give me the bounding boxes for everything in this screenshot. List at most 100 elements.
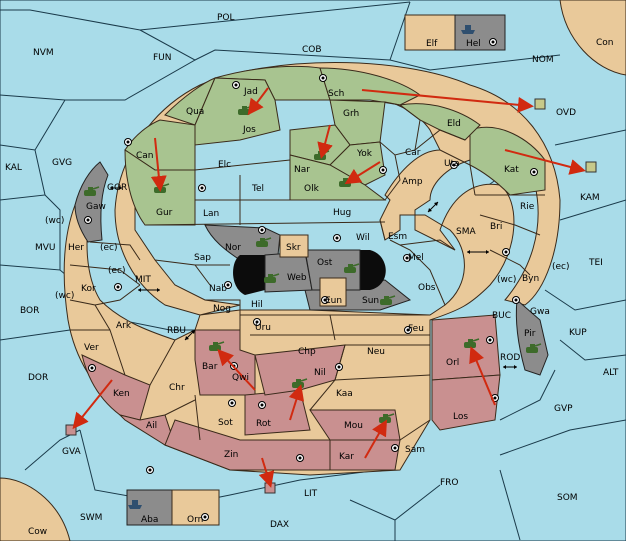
land-label: Ark (116, 321, 132, 331)
land-label: Nar (294, 165, 310, 175)
land-label: Los (453, 412, 468, 422)
land-elf[interactable] (404, 14, 456, 51)
canal-markers (110, 186, 517, 369)
coast-labels: (wc) (ec) (ec) (wc) (wc) (ec) GOR (45, 183, 570, 301)
land-label: Sot (218, 418, 233, 428)
fleet-ship-icon[interactable] (128, 500, 142, 509)
army-tank-icon[interactable] (256, 237, 272, 247)
supply-center-dot (224, 281, 232, 289)
land-kat[interactable] (469, 126, 546, 196)
land-los[interactable] (431, 374, 501, 431)
sea-label: MIT (135, 275, 151, 285)
order-arrow (504, 149, 586, 175)
army-tank-icon[interactable] (344, 263, 360, 273)
land-label: Web (287, 273, 307, 283)
supply-center-dot (404, 326, 412, 334)
land-label: Nil (314, 368, 326, 378)
land-borders (69, 101, 545, 441)
supply-center-dot (88, 364, 96, 372)
land-label: Bri (490, 222, 502, 232)
land-label: Can (136, 151, 154, 161)
land-pir[interactable] (515, 298, 549, 376)
supply-center-dot (450, 161, 458, 169)
dislodged-unit-marker[interactable] (585, 161, 597, 173)
land-label: Mel (408, 253, 424, 263)
land-label: Ail (146, 421, 157, 431)
land-label: Sun (362, 296, 379, 306)
land-orn[interactable] (171, 489, 220, 526)
land-label: Nab (209, 284, 227, 294)
order-arrows (72, 87, 586, 488)
sea-label: GVA (62, 447, 82, 457)
double-arrow-icon (503, 365, 517, 369)
supply-center-dot (489, 38, 497, 46)
supply-center-dot (403, 254, 411, 262)
land-gaw[interactable] (74, 161, 109, 243)
supply-center-dot (124, 138, 132, 146)
sea-label: LIT (304, 489, 318, 499)
land-ken[interactable] (81, 354, 151, 421)
order-arrow (258, 457, 275, 488)
army-tank-icon[interactable] (84, 186, 100, 196)
land-label: Esm (388, 232, 407, 242)
land-kar[interactable] (329, 439, 401, 471)
sea-label: POL (217, 13, 235, 23)
land-label: Zin (224, 450, 238, 460)
order-arrow (217, 349, 256, 391)
land-label: Eun (325, 296, 342, 306)
sea-label: NOM (532, 55, 554, 65)
land-label: Elf (426, 39, 438, 49)
land-label: Chp (298, 347, 316, 357)
double-arrow-icon (110, 186, 122, 190)
supply-center-dot (296, 454, 304, 462)
coast-label: (ec) (108, 266, 126, 276)
sea-label: MVU (35, 243, 56, 253)
supply-center-dot (84, 216, 92, 224)
land-olk[interactable] (289, 154, 387, 201)
supply-center-dot (201, 513, 209, 521)
land-label: Nog (213, 304, 231, 314)
sea-label: BUC (492, 311, 511, 321)
land-web[interactable] (264, 251, 313, 293)
order-arrow (247, 87, 269, 116)
land-jad[interactable] (214, 65, 331, 101)
land-label: Sch (328, 89, 344, 99)
land-label: Rot (256, 419, 271, 429)
sea-label: ROD (500, 353, 520, 363)
army-tank-icon[interactable] (380, 295, 396, 305)
fleet-ship-icon[interactable] (461, 25, 475, 34)
dislodged-unit-marker[interactable] (534, 98, 546, 110)
land-label: Car (405, 148, 421, 158)
sea-label: SOM (557, 493, 578, 503)
land-nil[interactable] (254, 344, 346, 396)
canal-label: GOR (107, 183, 127, 193)
land-label: Hel (466, 39, 481, 49)
land-rot[interactable] (244, 389, 311, 436)
order-arrow (288, 384, 305, 421)
land-label: Eld (447, 119, 461, 129)
land-label: Ver (84, 343, 99, 353)
land-skr[interactable] (279, 234, 309, 258)
land-label: Hil (251, 300, 263, 310)
dislodged-unit-marker[interactable] (264, 482, 276, 494)
dislodged-unit-marker[interactable] (65, 424, 77, 436)
double-arrow-icon (427, 201, 439, 213)
supply-center-dot (228, 399, 236, 407)
army-tank-icon[interactable] (526, 343, 542, 353)
land-yok[interactable] (329, 141, 386, 186)
sea-label: RBU (167, 326, 186, 336)
supply-center-dot (232, 81, 240, 89)
army-tank-icon[interactable] (264, 273, 280, 283)
land-label: Skr (286, 243, 301, 253)
land-label: Orn (187, 515, 203, 525)
land-label: Her (68, 243, 84, 253)
land-label: Lan (203, 209, 219, 219)
land-label: Ost (317, 258, 333, 268)
land-label: Feu (408, 324, 424, 334)
sea-label: GVP (554, 404, 573, 414)
land-label: Gwa (530, 307, 550, 317)
sea-label: FRO (440, 478, 459, 488)
land-label: Nor (225, 243, 241, 253)
sea-label: COB (302, 45, 322, 55)
sea-label: ALT (603, 368, 619, 378)
